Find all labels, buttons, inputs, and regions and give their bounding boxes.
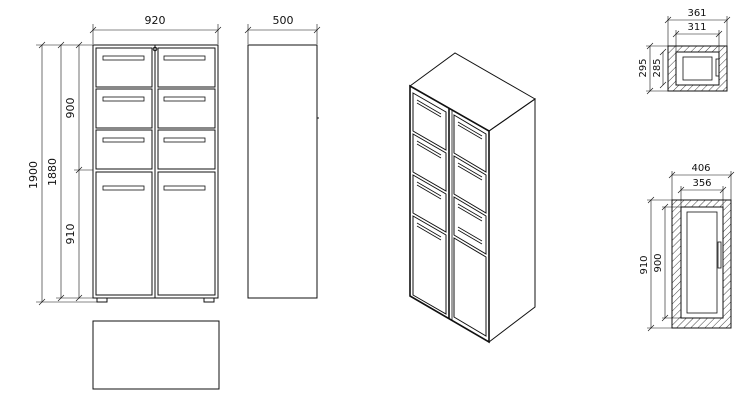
large-outer-height-label: 910 [639, 255, 650, 274]
body-height-dimension: 1880 [46, 41, 93, 302]
left-locker-handle-3 [102, 137, 145, 143]
small-compartment-section: 361 311 295 285 [638, 8, 731, 95]
left-locker-door-3 [95, 129, 153, 170]
small-inner-height-label: 285 [652, 58, 663, 77]
right-locker-door-2 [157, 88, 216, 129]
section-dimensions: 900 910 [64, 41, 93, 302]
large-outer-width-label: 406 [691, 163, 710, 174]
right-large-door-handle [163, 185, 206, 191]
right-locker-handle-3 [163, 137, 206, 143]
width-dimension: 920 [89, 14, 222, 44]
right-locker-door-3 [157, 129, 216, 170]
left-foot [96, 297, 108, 303]
left-locker-handle-2 [102, 96, 145, 102]
left-large-door [95, 171, 153, 296]
left-large-door-handle [102, 185, 145, 191]
right-locker-door-1 [157, 47, 216, 88]
left-locker-door-2 [95, 88, 153, 129]
small-handle-icon [715, 58, 720, 77]
right-locker-handle-2 [163, 96, 206, 102]
large-inner-outline [686, 211, 718, 314]
right-foot [203, 297, 215, 303]
front-view: 920 1900 1880 900 910 [27, 14, 222, 306]
top-view [92, 320, 220, 390]
small-outer-width-label: 361 [687, 8, 706, 19]
upper-section-label: 900 [64, 98, 77, 119]
iso-top-face [409, 52, 536, 132]
small-inner-outline [682, 56, 713, 81]
lock-icon [152, 46, 158, 52]
small-outer-height-label: 295 [638, 58, 649, 77]
iso-side-face [488, 98, 536, 344]
small-inner-width-label: 311 [687, 22, 706, 33]
right-large-door [157, 171, 216, 296]
total-height-dimension: 1900 [27, 41, 97, 306]
large-inner-height-label: 900 [653, 253, 664, 272]
large-handle-icon [717, 241, 722, 269]
body-height-label: 1880 [46, 158, 59, 186]
isometric-view [409, 52, 536, 344]
large-compartment-section: 406 356 910 900 [639, 163, 735, 332]
lower-section-label: 910 [64, 224, 77, 245]
side-view-outline [247, 44, 318, 299]
left-locker-handle-1 [102, 55, 145, 61]
top-view-outline [92, 320, 220, 390]
total-height-label: 1900 [27, 161, 40, 189]
width-label: 920 [145, 14, 166, 27]
iso-front-face [409, 84, 490, 344]
side-view: 500 [244, 14, 321, 299]
right-locker-handle-1 [163, 55, 206, 61]
depth-dimension: 500 [244, 14, 321, 44]
depth-label: 500 [273, 14, 294, 27]
large-inner-width-label: 356 [692, 178, 711, 189]
left-locker-door-1 [95, 47, 153, 88]
